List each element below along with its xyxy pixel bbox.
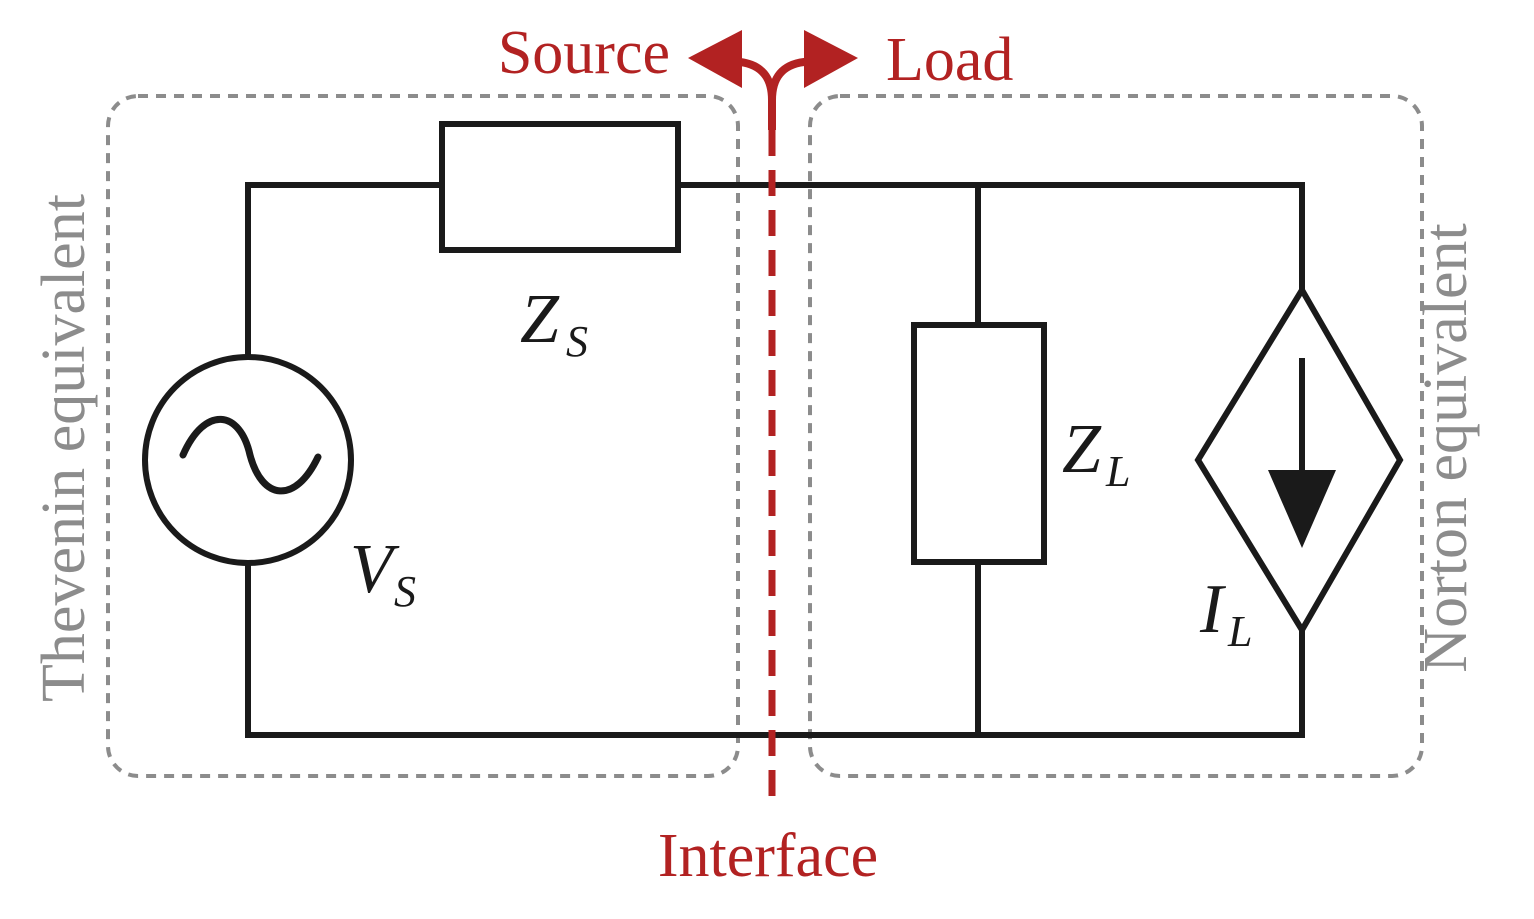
- vs-main: V: [350, 531, 400, 608]
- zs-resistor: [439, 121, 681, 253]
- zl-sub: L: [1105, 447, 1130, 496]
- zl-main: Z: [1062, 411, 1102, 488]
- load-label: Load: [886, 26, 1013, 94]
- sine-wave-icon: [179, 415, 322, 495]
- vs-symbol: V S: [350, 531, 416, 616]
- vs-sub: S: [394, 567, 416, 616]
- zl-resistor: [911, 322, 1047, 565]
- il-sub: L: [1227, 607, 1252, 656]
- dependent-current-source: [1194, 284, 1404, 636]
- interface-label: Interface: [658, 822, 878, 890]
- arrow-left-icon: [688, 30, 742, 88]
- zs-symbol: Z S: [520, 281, 588, 366]
- thevenin-label: Thevenin equivalent: [30, 194, 98, 702]
- il-symbol: I L: [1199, 571, 1252, 656]
- down-arrow-icon: [1268, 470, 1336, 548]
- zs-sub: S: [566, 317, 588, 366]
- thevenin-box: [106, 94, 740, 778]
- zs-main: Z: [520, 281, 560, 358]
- arrow-right-icon: [804, 30, 858, 88]
- il-main: I: [1199, 571, 1227, 648]
- norton-box: [808, 94, 1424, 778]
- source-label: Source: [498, 19, 670, 87]
- split-arrows: [688, 30, 858, 130]
- norton-label: Norton equivalent: [1412, 223, 1480, 672]
- ac-source: [142, 354, 354, 566]
- zl-symbol: Z L: [1062, 411, 1130, 496]
